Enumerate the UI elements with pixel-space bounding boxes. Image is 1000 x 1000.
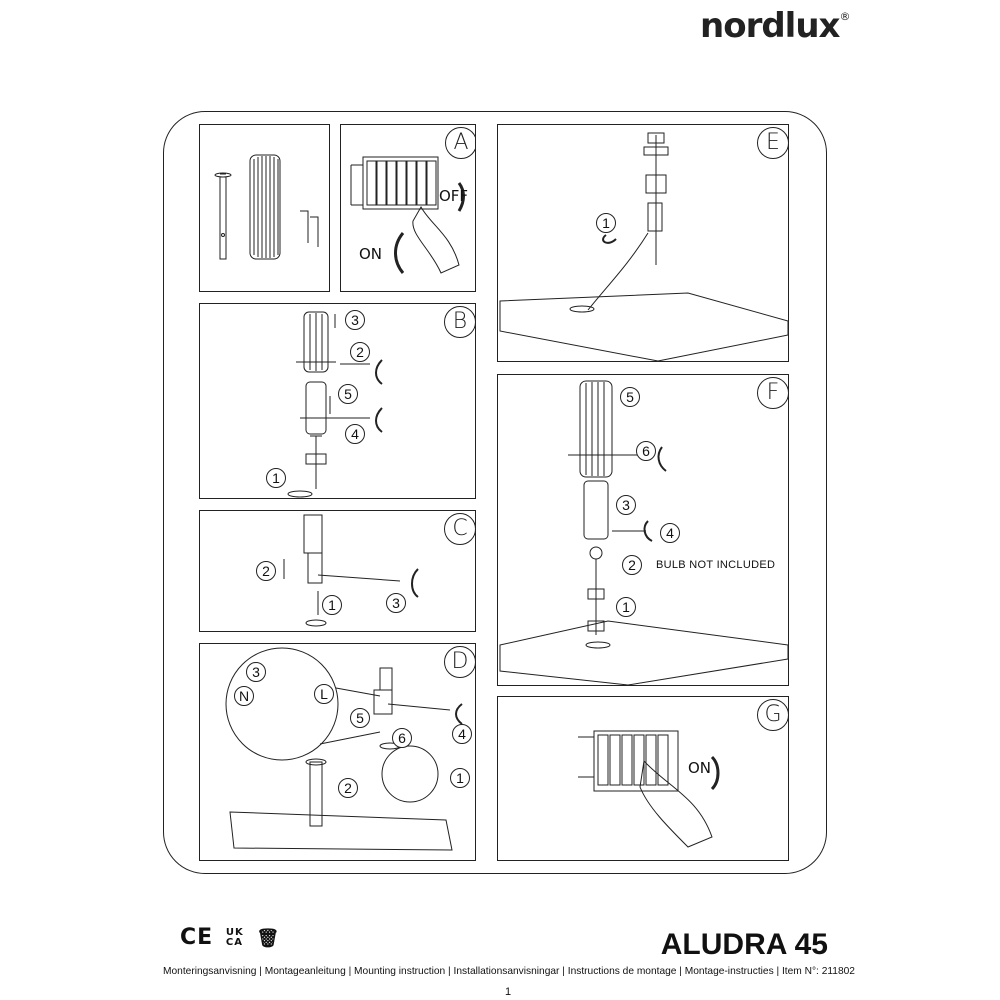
wiring-illustration	[225, 647, 463, 851]
step-6: 6	[636, 441, 656, 461]
step-2: 2	[622, 555, 642, 575]
step-5: 5	[350, 708, 370, 728]
product-name: ALUDRA 45	[660, 928, 828, 961]
step-1: 1	[450, 768, 470, 788]
step-4: 4	[452, 724, 472, 744]
panel-e-label: E	[757, 127, 788, 159]
wire-3: 3	[246, 662, 266, 682]
step-3: 3	[345, 310, 365, 330]
panel-f-label: F	[757, 377, 788, 409]
step-1: 1	[616, 597, 636, 617]
step-4: 4	[660, 523, 680, 543]
step-3: 3	[616, 495, 636, 515]
step-1: 1	[596, 213, 616, 233]
weee-bin-icon: 🗑	[256, 928, 281, 949]
step-5: 5	[620, 387, 640, 407]
step-2: 2	[338, 778, 358, 798]
shade-mounting-illustration	[499, 380, 788, 685]
panel-f: F 5 6 3 4 2 1 BULB NOT INCLUDED	[497, 374, 789, 686]
step-4: 4	[345, 424, 365, 444]
on-label: ON	[688, 759, 712, 777]
step-2: 2	[350, 342, 370, 362]
panel-g-label: G	[757, 699, 788, 731]
shade-removal-illustration	[287, 311, 383, 498]
cable-routing-illustration	[499, 132, 788, 361]
step-3: 3	[386, 593, 406, 613]
step-1: 1	[266, 468, 286, 488]
document-subtitle: Monteringsanvisning | Montageanleitung |…	[163, 966, 855, 977]
cable-disconnect-illustration	[283, 514, 419, 627]
ce-mark: CE	[180, 925, 214, 950]
on-label: ON	[359, 245, 383, 263]
breaker-off-illustration	[350, 156, 465, 274]
panel-c: C 2 1 3	[199, 510, 476, 632]
panel-e: E 1	[497, 124, 789, 362]
step-2: 2	[256, 561, 276, 581]
breaker-on-illustration	[578, 730, 720, 848]
step-6: 6	[392, 728, 412, 748]
bulb-note: BULB NOT INCLUDED	[656, 559, 776, 571]
panel-b: B 3 2 5 4 1	[199, 303, 476, 499]
panel-d-label: D	[444, 646, 475, 678]
step-1: 1	[322, 595, 342, 615]
page-number: 1	[505, 986, 512, 998]
wire-n: N	[234, 686, 254, 706]
panel-g: G ON	[497, 696, 789, 861]
instruction-frame	[163, 111, 827, 874]
panel-a: A OFF ON	[340, 124, 476, 292]
panel-d: D 3 N L 5 4 6 1 2	[199, 643, 476, 861]
off-label: OFF	[439, 187, 469, 205]
parts-illustration	[214, 154, 319, 260]
step-5: 5	[338, 384, 358, 404]
panel-a-label: A	[445, 127, 475, 159]
panel-b-label: B	[444, 306, 475, 338]
panel-parts	[199, 124, 330, 292]
panel-c-label: C	[444, 513, 475, 545]
brand-logo: nordlux®	[700, 6, 850, 46]
wire-l: L	[314, 684, 334, 704]
